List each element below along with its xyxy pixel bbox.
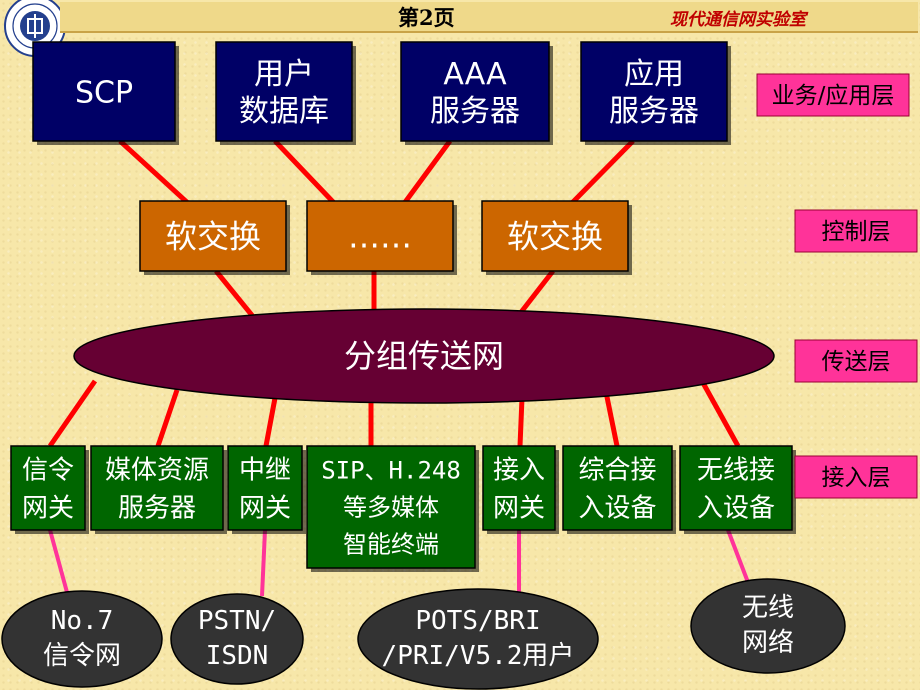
layer-label-transport: 传送层 [794,339,918,383]
access-gateway-line: 网关 [493,493,545,523]
signaling-gateway-line: 网关 [22,493,74,523]
lab-name: 现代通信网实验室 [670,10,809,30]
user-database-line: 用户 [254,57,314,92]
layer-label-service: 业务/应用层 [756,73,910,117]
application-server-line: 应用 [624,57,684,92]
layer-label-control: 控制层 [794,209,918,253]
connector-links [47,139,751,597]
signaling-gateway-line: 信令 [22,455,74,485]
trunk-gateway-line: 网关 [239,493,291,523]
pots-bri-users: POTS/BRI/PRI/V5.2用户 [357,588,599,690]
link-transport-access-gateway [517,397,525,447]
no7-signaling-network-line: No.7 [51,606,114,636]
user-database-line: 数据库 [239,94,329,129]
link-transport-signaling-gateway [47,379,98,448]
aaa-server-line: AAA [443,57,507,92]
link-trunk-pstn [260,529,267,597]
no7-signaling-network-line: 信令网 [43,641,121,671]
pots-bri-users-line: /PRI/V5.2用户 [382,641,575,671]
pstn-isdn-network-line: ISDN [206,641,269,671]
link-userdb-placeholder [273,139,338,207]
layer-label-access: 接入层 [794,455,918,499]
link-signaling-no7 [48,529,70,597]
header-decoration [60,2,918,33]
page-number: 第2页 [398,5,455,30]
link-transport-wireless-access [699,379,741,448]
wireless-network-line: 无线 [742,593,794,623]
link-softswitch1-transport [214,269,257,321]
wireless-network-line: 网络 [742,628,794,658]
sip-terminal-line: 智能终端 [343,531,439,559]
sip-terminal-line: 等多媒体 [343,494,439,522]
pstn-isdn-network: PSTN/ISDN [170,593,304,685]
layer-label-transport-text: 传送层 [822,349,891,375]
no7-signaling-network: No.7 信令网 [1,590,163,688]
aaa-server-line: 服务器 [430,94,520,129]
media-resource-server-line: 服务器 [118,493,196,523]
integrated-access-line: 入设备 [578,493,656,523]
layer-label-service-text: 业务/应用层 [772,83,895,109]
access-gateway-line: 接入 [493,455,545,485]
softswitch-placeholder-line: …… [348,218,412,256]
access-layer: 信令网关媒体资源服务器中继网关SIP、H.248等多媒体智能终端接入网关综合接入… [10,445,796,572]
scp-box: SCP [32,41,179,145]
layer-label-control-text: 控制层 [822,219,891,245]
transport-network-label: 分组传送网 [344,337,504,375]
layer-label-access-text: 接入层 [822,465,891,491]
softswitch-placeholder-box: …… [306,200,457,275]
link-app-softswitch [568,139,635,207]
softswitch-1-line: 软交换 [165,218,261,256]
wireless-access-line: 无线接 [697,455,775,485]
pots-bri-users-line: POTS/BRI [415,606,540,636]
link-transport-media-server [155,389,180,447]
transport-network: 分组传送网 [73,308,775,404]
pstn-isdn-network-line: PSTN/ [198,606,276,636]
integrated-access-line: 综合接 [578,455,656,485]
sip-terminal-line: SIP、H.248 [321,457,461,485]
link-aaa-placeholder [400,139,453,207]
softswitch-box-2: 软交换 [481,200,632,275]
link-transport-trunk-gateway [263,397,278,447]
scp-line: SCP [75,75,133,110]
link-wireless-network [726,529,751,586]
application-server-line: 服务器 [609,94,699,129]
softswitch-box-1: 软交换 [139,200,290,275]
wireless-access-line: 入设备 [697,493,775,523]
link-scp-softswitch [118,139,192,207]
trunk-gateway-line: 中继 [239,455,291,485]
link-transport-integrated-access [603,391,620,447]
media-resource-server-line: 媒体资源 [105,455,209,485]
control-layer: 软交换 …… 软交换 [139,200,632,275]
softswitch-2-line: 软交换 [507,218,603,256]
